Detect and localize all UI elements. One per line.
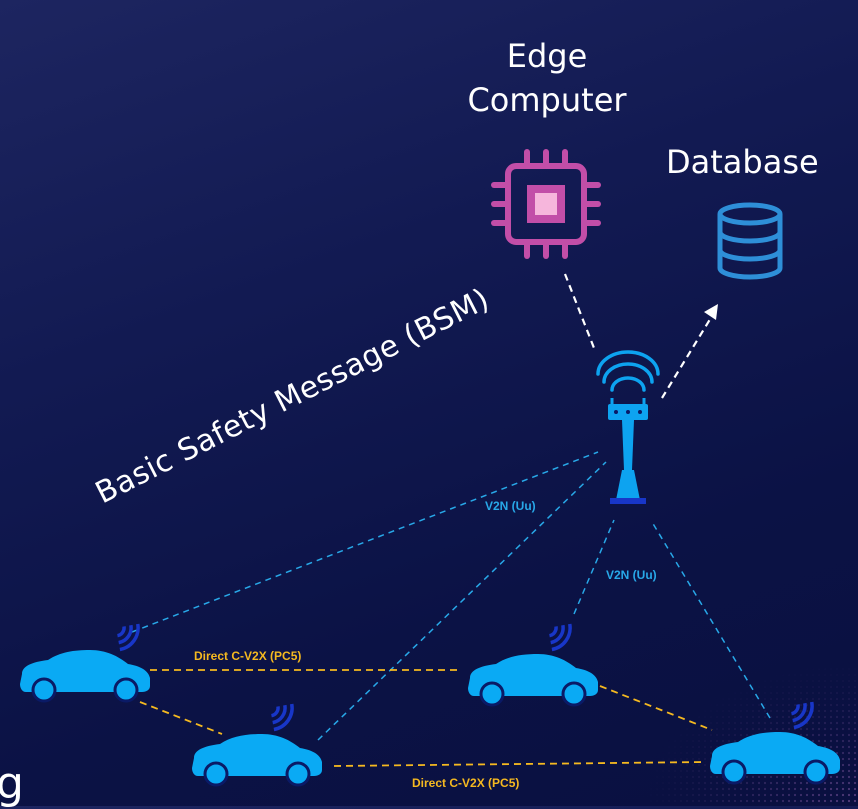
wifi-signal-icon <box>546 622 576 652</box>
car-2 <box>192 702 322 787</box>
v2n-links <box>131 451 771 741</box>
v2n-link-car-2 <box>317 461 607 741</box>
edge-link <box>563 273 596 349</box>
pc5-link-1-2 <box>139 701 223 735</box>
pc5-link-2-4 <box>333 761 707 767</box>
cell-tower-icon <box>608 398 648 504</box>
database-label: Database <box>666 143 819 181</box>
database-arrowhead <box>704 304 718 320</box>
car-4 <box>710 700 840 785</box>
edge-computer-text: Edge Computer <box>467 37 627 119</box>
v2n-link-car-3 <box>573 519 615 615</box>
wifi-signal-icon <box>268 702 298 732</box>
cpu-chip-icon <box>491 149 601 259</box>
v2n-link-car-4 <box>651 521 771 719</box>
pc5-label-2: Direct C-V2X (PC5) <box>412 776 520 790</box>
partial-text-glyph: g <box>0 758 24 809</box>
v2n-label-1: V2N (Uu) <box>485 499 536 513</box>
pc5-links <box>139 669 713 767</box>
decorative-dots <box>640 660 858 806</box>
pc5-link-3-4 <box>599 685 713 731</box>
car-3 <box>468 622 598 707</box>
tower-signal-icon <box>596 350 660 392</box>
edge-computer-label: Edge Computer <box>440 34 654 122</box>
database-icon <box>717 202 783 280</box>
pc5-label-1: Direct C-V2X (PC5) <box>194 649 302 663</box>
wifi-signal-icon <box>114 622 144 652</box>
car-1 <box>20 622 150 703</box>
database-link <box>661 315 713 399</box>
backhaul-links <box>563 273 713 399</box>
v2n-label-2: V2N (Uu) <box>606 568 657 582</box>
v2n-link-car-1 <box>131 451 599 633</box>
